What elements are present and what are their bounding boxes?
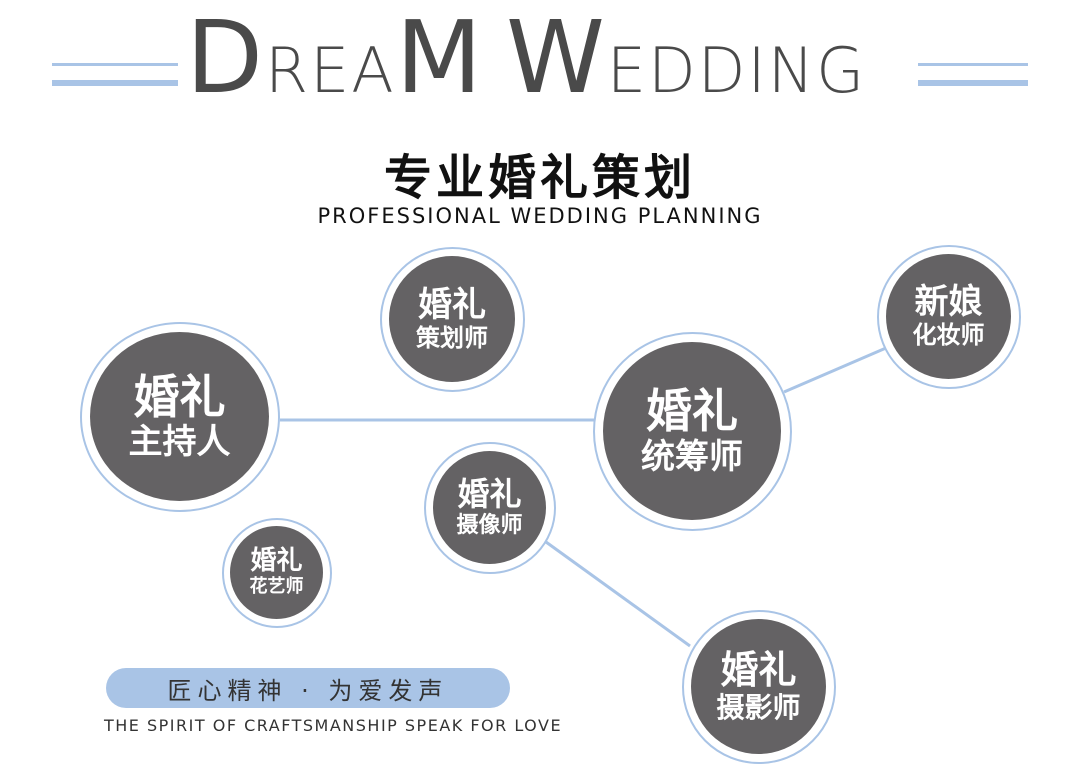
role-planner-line1: 婚礼 <box>418 284 486 325</box>
heading-chinese: 专业婚礼策划 <box>383 150 696 206</box>
role-makeup: 新娘 化妆师 <box>877 245 1021 389</box>
slogan-english: THE SPIRIT OF CRAFTSMANSHIP SPEAK FOR LO… <box>104 716 563 735</box>
brand-letter: D <box>186 0 266 116</box>
role-photographer-line1: 婚礼 <box>720 647 797 692</box>
brand-letters: REA <box>265 34 396 107</box>
brand-title: DREAM WEDDING <box>186 8 926 118</box>
role-makeup-disc: 新娘 化妆师 <box>886 254 1011 379</box>
role-florist-line1: 婚礼 <box>250 546 303 577</box>
role-host-line1: 婚礼 <box>133 369 226 424</box>
role-videographer-disc: 婚礼 摄像师 <box>433 451 546 564</box>
role-makeup-line1: 新娘 <box>914 282 983 323</box>
role-coordinator: 婚礼 统筹师 <box>593 332 792 531</box>
role-videographer-line1: 婚礼 <box>457 475 522 514</box>
slogan-banner: 匠心精神 · 为爱发声 <box>106 668 510 708</box>
role-coordinator-line2: 统筹师 <box>641 436 743 477</box>
role-host-line2: 主持人 <box>128 422 231 463</box>
role-makeup-line2: 化妆师 <box>912 321 985 350</box>
role-planner-line2: 策划师 <box>416 323 488 352</box>
role-host: 婚礼 主持人 <box>80 322 280 512</box>
role-videographer: 婚礼 摄像师 <box>424 442 556 574</box>
role-florist-disc: 婚礼 花艺师 <box>230 526 323 619</box>
role-coordinator-line1: 婚礼 <box>646 384 738 438</box>
brand-letters: EDDING <box>606 34 867 107</box>
role-florist-line2: 花艺师 <box>249 576 304 598</box>
role-photographer-line2: 摄影师 <box>716 691 801 725</box>
role-planner: 婚礼 策划师 <box>380 247 525 392</box>
heading-english: PROFESSIONAL WEDDING PLANNING <box>317 204 763 228</box>
title-backdrop <box>178 40 918 104</box>
role-photographer: 婚礼 摄影师 <box>682 610 836 764</box>
connector-videographer-photographer <box>545 540 691 648</box>
brand-letter: W <box>505 0 607 116</box>
role-host-disc: 婚礼 主持人 <box>90 332 269 501</box>
role-planner-disc: 婚礼 策划师 <box>389 256 515 382</box>
role-videographer-line2: 摄像师 <box>456 513 523 539</box>
role-florist: 婚礼 花艺师 <box>222 518 332 628</box>
role-coordinator-disc: 婚礼 统筹师 <box>603 342 781 520</box>
role-photographer-disc: 婚礼 摄影师 <box>691 619 826 754</box>
brand-letter: M <box>395 0 484 116</box>
connector-coordinator-makeup <box>783 346 887 394</box>
